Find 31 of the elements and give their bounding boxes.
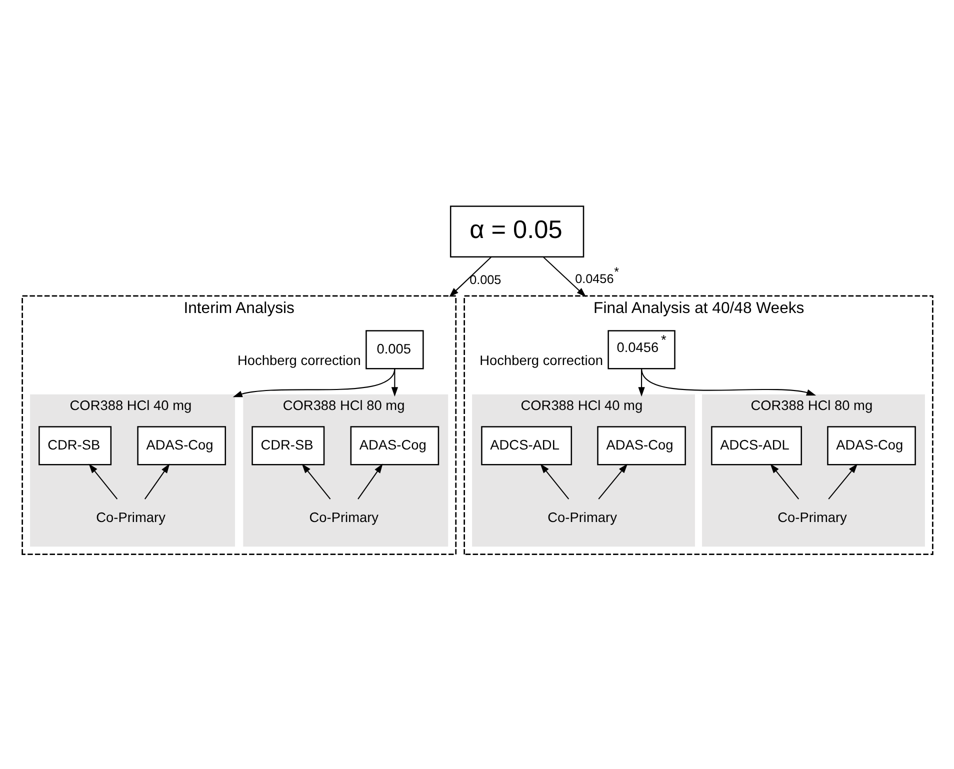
node-box: ADAS-Cog	[350, 426, 439, 466]
arrow	[638, 368, 644, 397]
node-box: ADCS-ADL	[480, 426, 572, 466]
node-box: α = 0.05	[449, 206, 584, 258]
node-box: CDR-SB	[251, 426, 324, 466]
node-box: ADAS-Cog	[826, 426, 916, 466]
arrow	[232, 368, 395, 398]
arrow	[542, 256, 586, 297]
arrow	[390, 368, 398, 397]
node-box: ADAS-Cog	[596, 426, 686, 466]
arrow	[828, 464, 858, 500]
arrow	[540, 464, 569, 500]
node-text: Co-Primary	[308, 510, 378, 526]
arrow	[598, 464, 628, 500]
arrow	[357, 464, 382, 500]
node-text: Co-Primary	[96, 510, 165, 526]
node-text: Co-Primary	[547, 510, 616, 526]
node-box: 0.005	[365, 330, 424, 370]
arrow	[448, 256, 492, 297]
arrow	[640, 368, 816, 396]
edge-label: 0.005	[469, 272, 501, 287]
node-box: CDR-SB	[38, 426, 112, 466]
arrow	[301, 464, 330, 500]
node-box: ADAS-Cog	[136, 426, 226, 466]
arrow	[144, 464, 170, 500]
node-label: Hochberg correction	[237, 352, 360, 368]
node-text: Co-Primary	[777, 510, 846, 526]
arrow	[88, 464, 118, 500]
arrow	[770, 464, 799, 500]
node-box: ADCS-ADL	[710, 426, 802, 466]
node-label: Hochberg correction	[479, 352, 602, 368]
